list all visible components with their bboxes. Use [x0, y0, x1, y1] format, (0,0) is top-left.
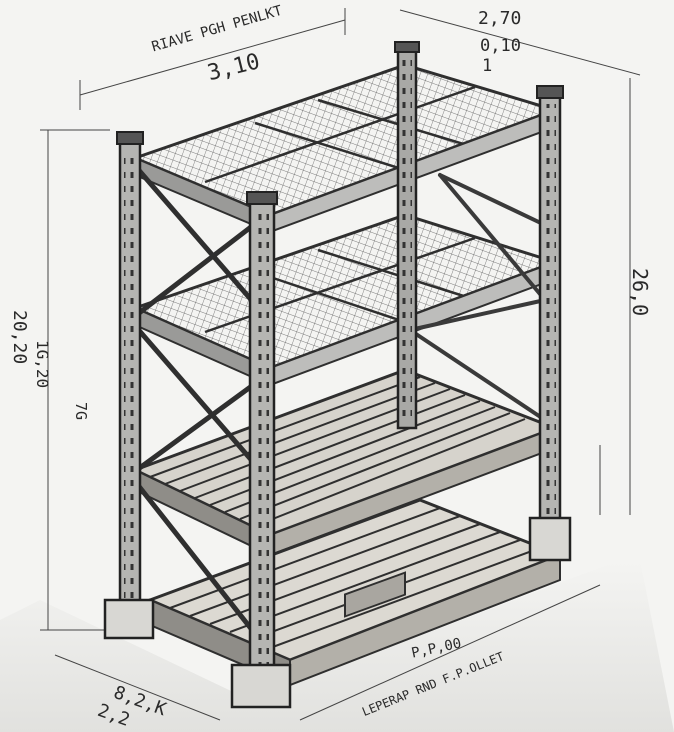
- upper-pallet: [131, 368, 560, 557]
- left-vertical-dimension-2: 1G,20: [33, 340, 52, 389]
- right-cross-bracing: [408, 173, 547, 422]
- top-right-dimension-1: 2,70: [478, 8, 522, 29]
- upright-front-left: [116, 131, 144, 610]
- floor-shadow: [0, 560, 674, 732]
- top-right-dimension-3: 1: [482, 56, 493, 76]
- upright-back-left: [394, 41, 420, 430]
- right-vertical-dimension: 26,0: [628, 268, 652, 317]
- foot-blocks: [103, 516, 572, 709]
- top-right-dimension-2: 0,10: [480, 36, 521, 56]
- left-vertical-dimension-1: 20,20: [9, 310, 30, 365]
- upright-front-right: [246, 191, 278, 680]
- top-deck-crossbars: [204, 85, 476, 184]
- left-vertical-dimension-3: 7G: [72, 402, 90, 421]
- dimension-lines: [40, 8, 641, 721]
- left-cross-bracing: [127, 157, 263, 643]
- upright-back-right: [536, 85, 564, 524]
